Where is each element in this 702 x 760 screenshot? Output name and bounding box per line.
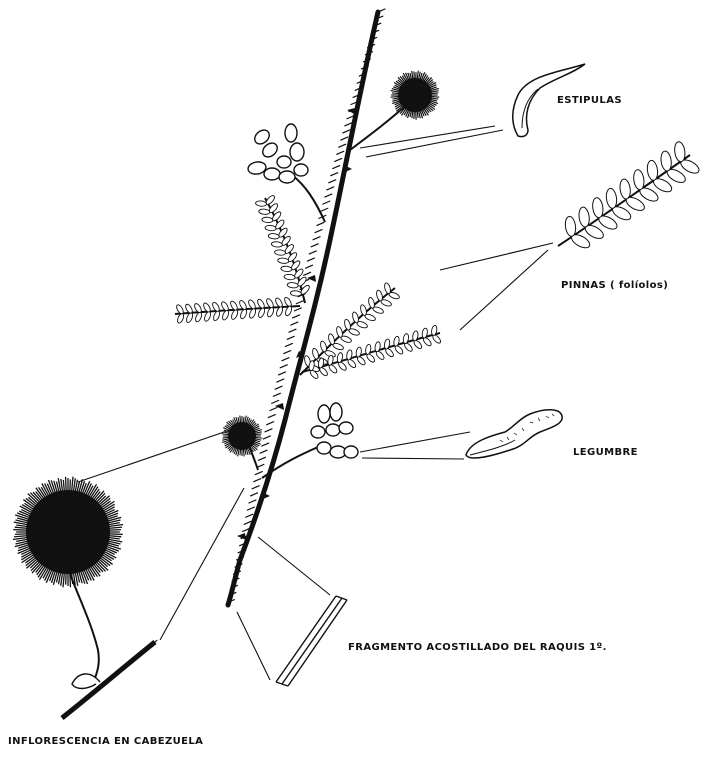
label-inflorescencia: INFLORESCENCIA EN CABEZUELA	[8, 736, 203, 747]
lower-flower-head	[222, 416, 263, 470]
lower-pod-cluster	[262, 403, 358, 478]
plant-leaflets	[175, 194, 442, 380]
legume-detail	[466, 410, 562, 458]
label-legumbre: LEGUMBRE	[573, 447, 638, 458]
label-pinnas: PINNAS ( folíolos)	[561, 280, 668, 291]
top-pod-cluster	[247, 124, 325, 222]
rachis-fragment-detail	[276, 596, 347, 686]
leader-lines	[78, 126, 553, 680]
label-estipulas: ESTIPULAS	[557, 95, 622, 106]
label-fragmento-raquis: FRAGMENTO ACOSTILLADO DEL RAQUIS 1º.	[348, 642, 607, 653]
inflorescence-detail	[13, 477, 157, 718]
